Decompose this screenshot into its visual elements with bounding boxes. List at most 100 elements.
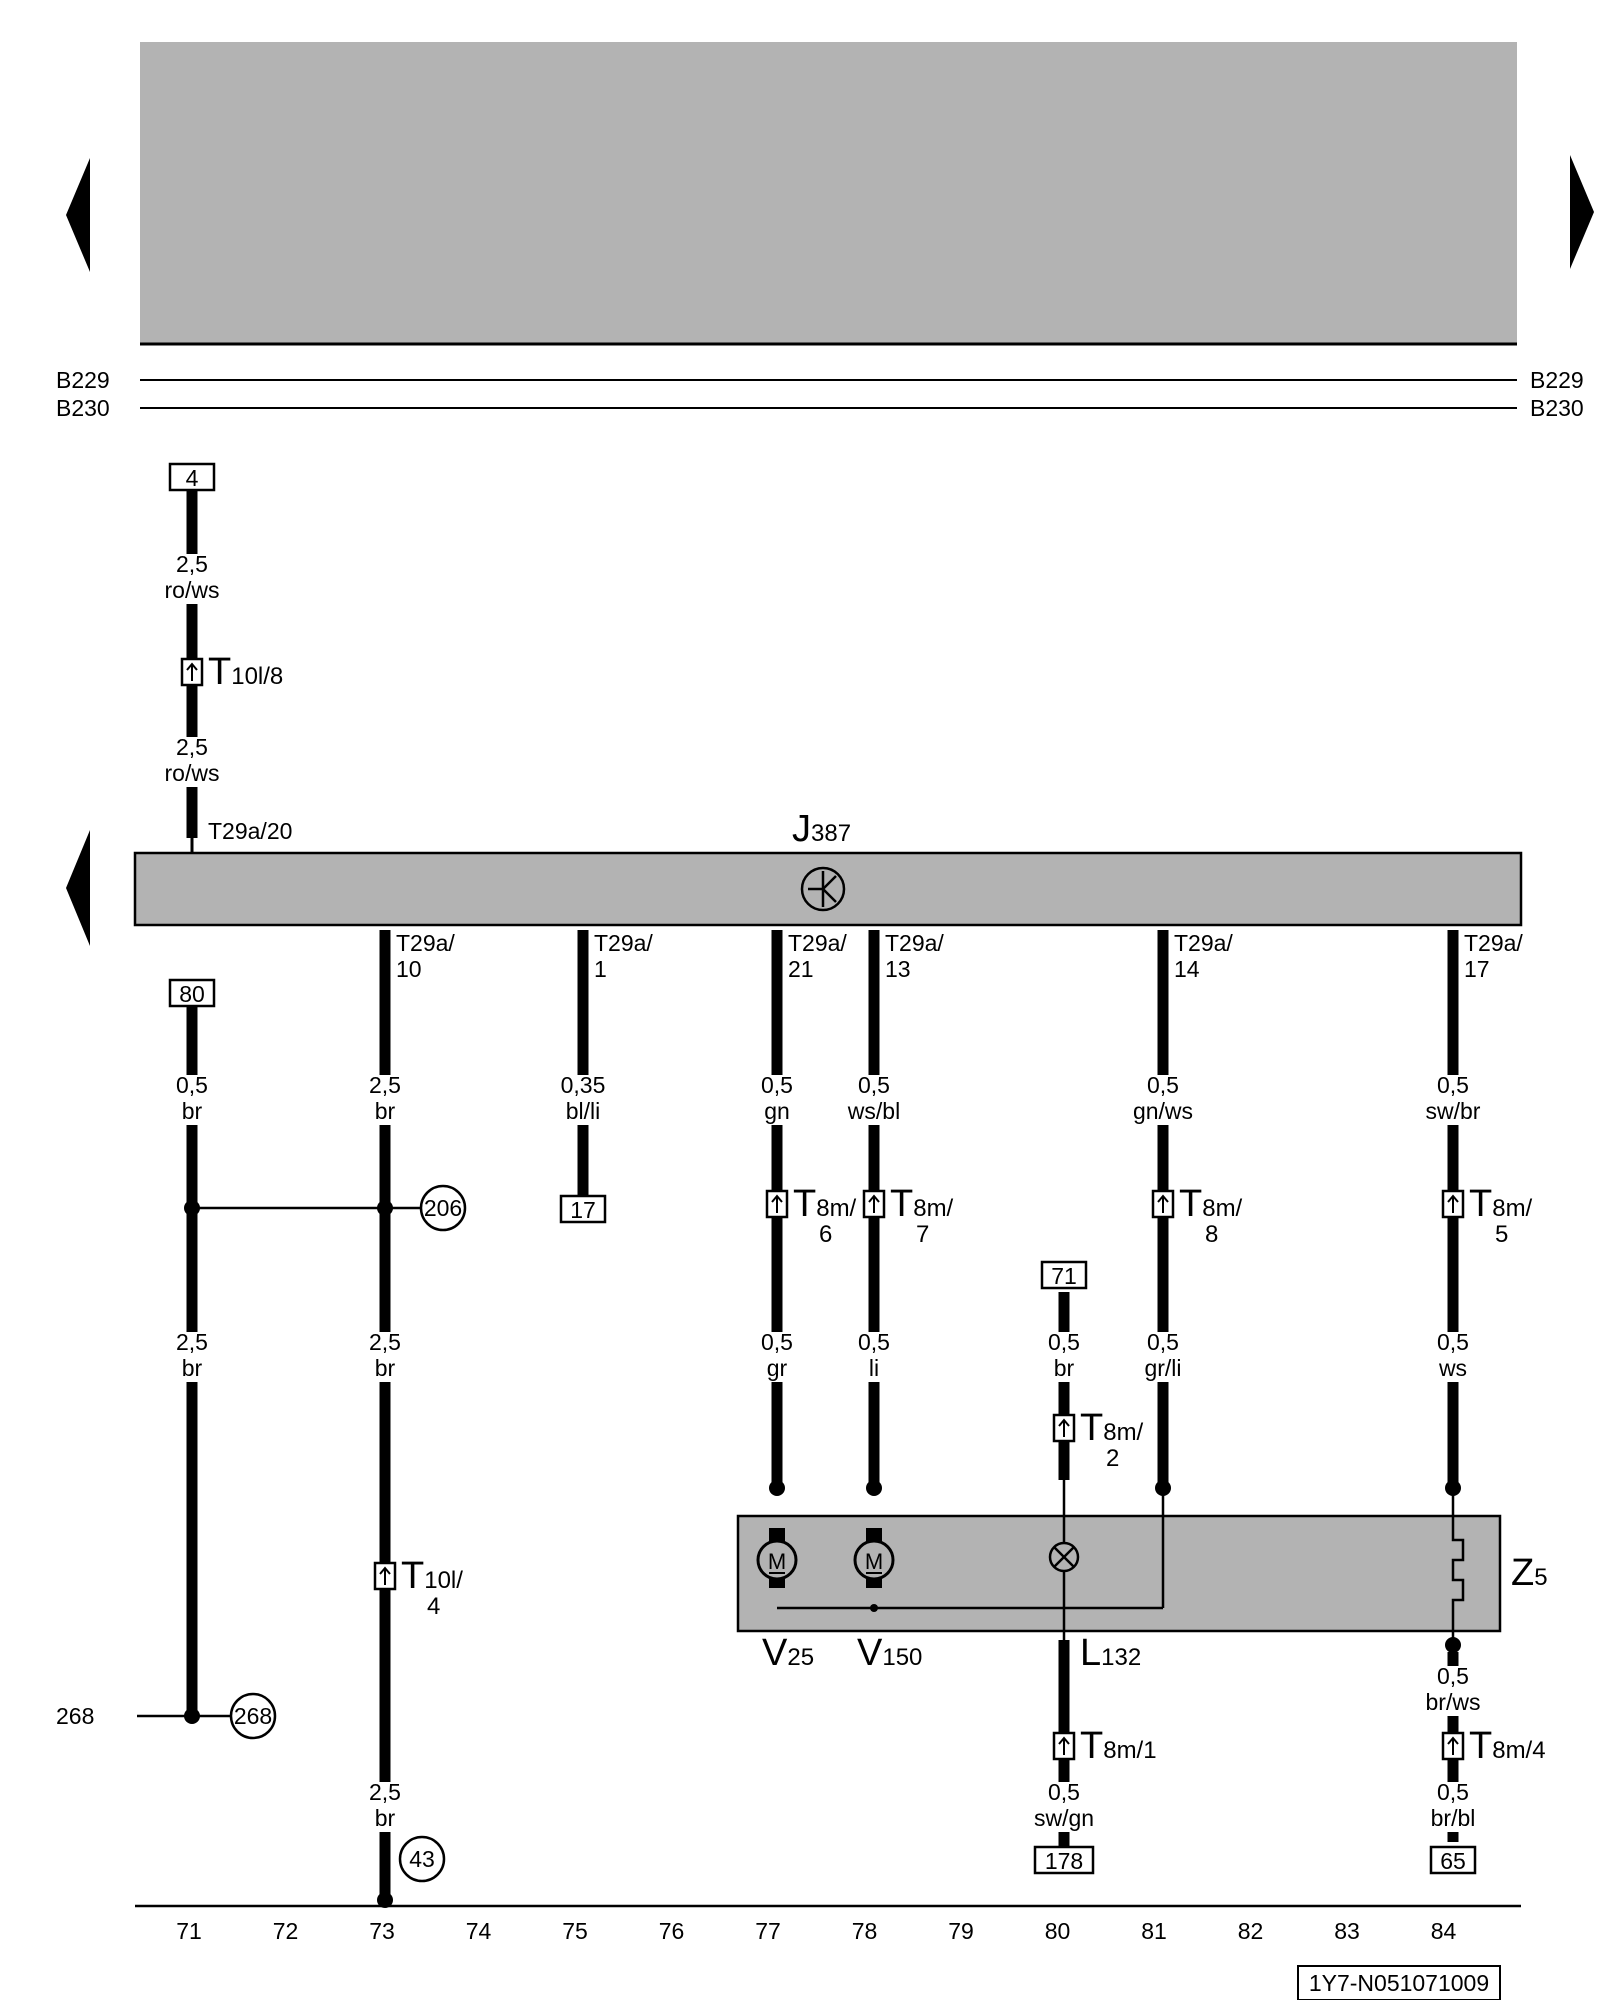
pin-p17: T29a/17 — [1448, 930, 1523, 982]
pin-label-2: 17 — [1464, 956, 1490, 982]
wire-size: 0,5 — [1437, 1072, 1469, 1098]
connector-sub: 10l/ — [424, 1567, 463, 1594]
wire-color: li — [869, 1355, 879, 1381]
wire-label-bg — [546, 1075, 620, 1125]
wire-label: 0,5br — [1040, 1329, 1088, 1382]
track-number: 72 — [273, 1918, 299, 1944]
connector-sub: 8m/ — [1492, 1195, 1532, 1222]
wire-color: br — [375, 1805, 396, 1831]
control-unit-j387[interactable] — [133, 851, 1523, 927]
box-ref-r17: 17 — [559, 1194, 607, 1224]
wire-color: ro/ws — [165, 577, 220, 603]
wire-label-bg — [1027, 1782, 1101, 1832]
circle-ref-c268: 268 — [229, 1692, 277, 1740]
wire-color: ro/ws — [165, 760, 220, 786]
component-z5[interactable] — [736, 1514, 1502, 1633]
track-number: 84 — [1431, 1918, 1457, 1944]
connector-label-2: 2 — [1106, 1445, 1119, 1472]
pin-arrow-icon — [772, 936, 782, 946]
bus-label-right: B230 — [1530, 395, 1584, 421]
track-number: 77 — [755, 1918, 781, 1944]
wire-color: gr/li — [1144, 1355, 1181, 1381]
wire-size: 2,5 — [176, 1329, 208, 1355]
connector-arrow-icon — [1157, 1194, 1169, 1203]
wire-size: 0,5 — [761, 1072, 793, 1098]
box-ref-r80: 80 — [168, 978, 216, 1008]
wire-label: 0,5sw/br — [1416, 1072, 1490, 1125]
wire-size: 0,5 — [176, 1072, 208, 1098]
wire-label: 0,5gr/li — [1126, 1329, 1200, 1382]
control-unit-label: J387 — [792, 808, 851, 850]
component-z5-label: Z5 — [1511, 1552, 1548, 1594]
connector-arrow-icon — [379, 1566, 391, 1575]
track-number: 80 — [1045, 1918, 1071, 1944]
pin-p1: T29a/1 — [578, 930, 653, 982]
component-number: 132 — [1101, 1644, 1141, 1671]
connector-arrow-icon — [1447, 1194, 1459, 1203]
wire-label: 0,5br — [168, 1072, 216, 1125]
wire-label: 0,5li — [850, 1329, 898, 1382]
junction-dot — [870, 1604, 878, 1612]
connector-label-2: 6 — [819, 1221, 832, 1248]
box-ref-text: 17 — [570, 1197, 596, 1223]
wire-size: 2,5 — [369, 1329, 401, 1355]
wire-color: br — [375, 1355, 396, 1381]
pin-arrow-icon — [380, 936, 390, 946]
connector-sub: 10l/8 — [231, 663, 283, 690]
box-ref-frame — [559, 1194, 607, 1224]
pin-p13: T29a/13 — [869, 930, 944, 982]
next-page-arrow-icon[interactable] — [1570, 155, 1594, 269]
motor-symbol-circle — [756, 1539, 798, 1581]
pin-label: T29a/ — [1464, 930, 1523, 956]
circle-ref-text: 206 — [424, 1195, 462, 1221]
bus-label-left: B229 — [56, 367, 110, 393]
box-ref-text: 71 — [1051, 1263, 1077, 1289]
track-number: 75 — [562, 1918, 588, 1944]
wire-size: 2,5 — [176, 734, 208, 760]
track-number: 76 — [659, 1918, 685, 1944]
track-number: 78 — [852, 1918, 878, 1944]
wire-label-bg — [1416, 1782, 1490, 1832]
wire-color: gr — [767, 1355, 788, 1381]
prev-section-arrow-icon[interactable] — [66, 830, 90, 946]
box-ref-r178: 178 — [1033, 1845, 1095, 1875]
motor-v150-icon: M — [853, 1528, 895, 1588]
component-letter: V — [857, 1632, 883, 1674]
junction-dot — [769, 1480, 785, 1496]
bus-label-right: B229 — [1530, 367, 1584, 393]
prev-page-arrow-icon[interactable] — [66, 158, 90, 272]
pin-label: T29a/ — [1174, 930, 1233, 956]
connector-label: T8m/ — [793, 1183, 857, 1225]
circle-ref-text: 268 — [234, 1703, 272, 1729]
track-number: 82 — [1238, 1918, 1264, 1944]
pin-label-2: 13 — [885, 956, 911, 982]
circle-ref-text: 43 — [409, 1846, 435, 1872]
wire-color: br/bl — [1431, 1805, 1476, 1831]
wire-label: 2,5ro/ws — [155, 551, 229, 604]
wire-label-bg — [361, 1782, 409, 1832]
pin-label: T29a/ — [594, 930, 653, 956]
connector-label: T8m/ — [1469, 1183, 1533, 1225]
wire-size: 0,5 — [1048, 1779, 1080, 1805]
circle-ref-c43: 43 — [398, 1835, 446, 1883]
connector-label-2: 7 — [916, 1221, 929, 1248]
wire-size: 0,5 — [1048, 1329, 1080, 1355]
box-ref-frame — [1429, 1845, 1477, 1875]
fan-control-icon — [800, 866, 846, 912]
pin-arrow-icon — [1158, 936, 1168, 946]
wire-label: 2,5br — [361, 1329, 409, 1382]
wire-color: bl/li — [566, 1098, 601, 1124]
wire-color: sw/gn — [1034, 1805, 1094, 1831]
wire-label: 0,5gr — [753, 1329, 801, 1382]
connector-label: T8m/ — [890, 1183, 954, 1225]
box-ref-frame — [168, 978, 216, 1008]
lamp-cross — [1053, 1546, 1075, 1568]
left-ref-268: 268 — [56, 1703, 94, 1729]
pin-p14: T29a/14 — [1158, 930, 1233, 982]
connector-arrow-icon — [771, 1194, 783, 1203]
wire-color: br — [375, 1098, 396, 1124]
connector-sub: 8m/ — [913, 1195, 953, 1222]
component-letter: V — [762, 1632, 788, 1674]
box-ref-text: 80 — [179, 981, 205, 1007]
component-label-l132: L132 — [1080, 1632, 1141, 1674]
